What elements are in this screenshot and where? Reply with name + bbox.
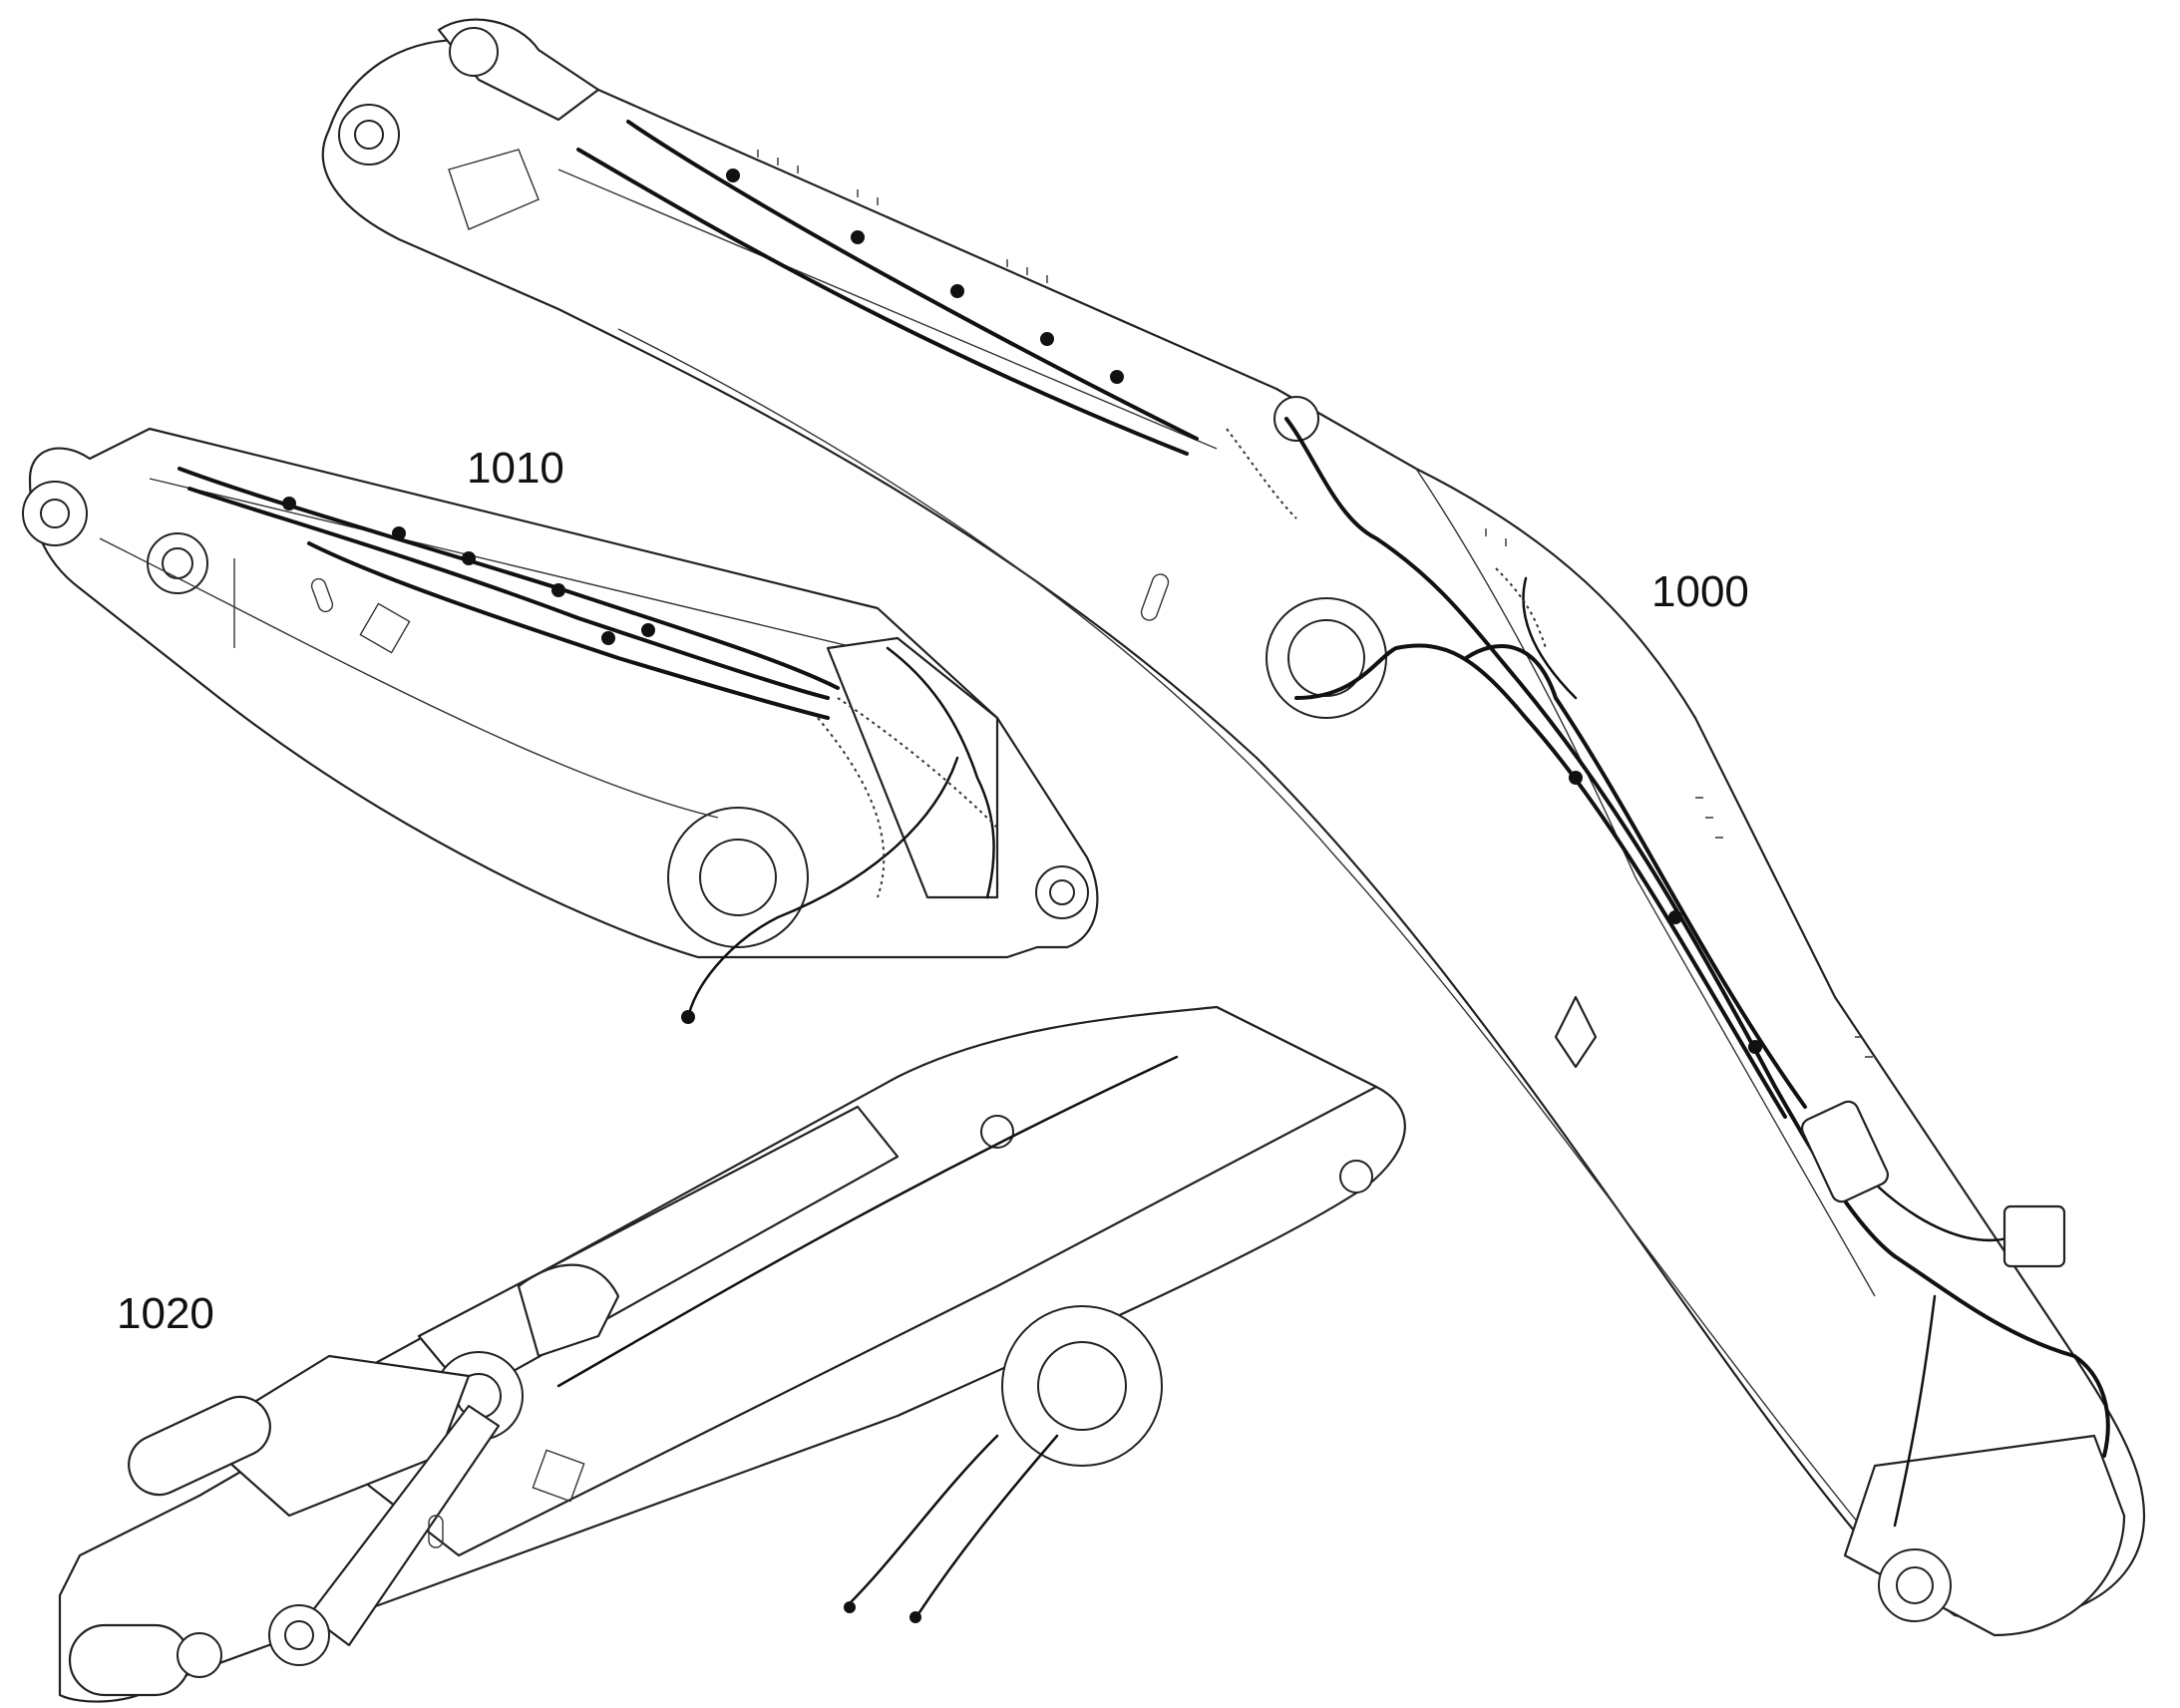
- boom-1000-icon: [321, 18, 2146, 1637]
- callout-1000: 1000: [1651, 567, 1749, 616]
- stick-1010-icon: [22, 427, 1099, 1024]
- stick-1020-icon: [58, 1005, 1406, 1703]
- callout-1020: 1020: [117, 1289, 214, 1338]
- callout-1010: 1010: [467, 444, 564, 493]
